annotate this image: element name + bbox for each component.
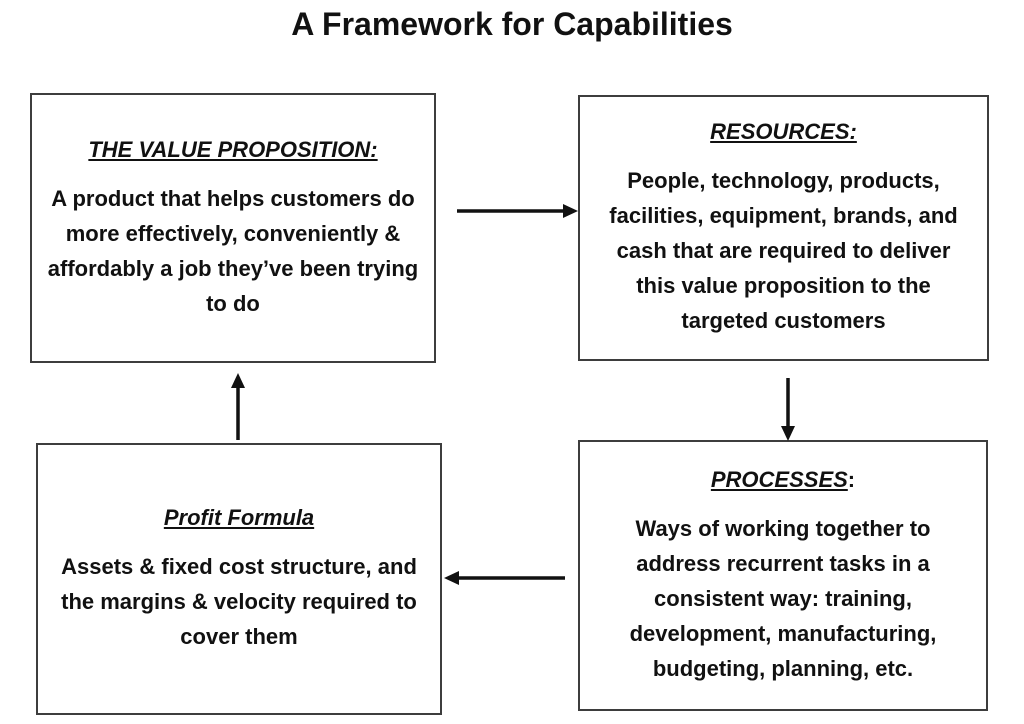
processes-heading-text: PROCESSES [710,466,848,492]
processes-heading: PROCESSES: [711,466,855,494]
processes-body: Ways of working together to address recu… [629,515,937,681]
value-proposition-body: A product that helps customers do more e… [47,185,419,316]
resources-heading: RESOURCES: [710,119,857,144]
arrow-down-icon [781,378,795,441]
box-resources: RESOURCES: People, technology, products,… [578,95,989,361]
box-profit-formula: Profit Formula Assets & fixed cost struc… [36,443,442,715]
profit-formula-body: Assets & fixed cost structure, and the m… [61,554,417,649]
processes-heading-colon: : [847,466,856,492]
profit-formula-heading: Profit Formula [163,505,315,530]
box-value-proposition: THE VALUE PROPOSITION: A product that he… [30,93,436,363]
diagram-title: A Framework for Capabilities [291,6,733,42]
resources-body: People, technology, products, facilities… [609,168,958,333]
value-proposition-heading: THE VALUE PROPOSITION: [88,136,378,162]
box-processes: PROCESSES: Ways of working together to a… [578,440,988,711]
arrow-right-icon [457,204,578,218]
arrow-left-icon [444,571,565,585]
arrow-up-icon [231,373,245,440]
